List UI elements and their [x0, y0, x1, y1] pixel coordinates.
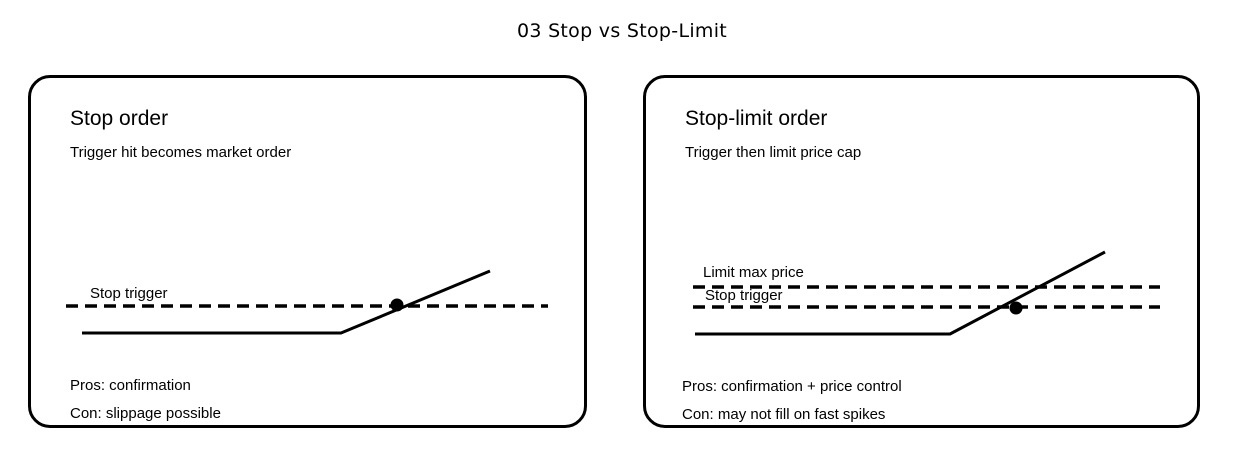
price-line [82, 269, 491, 335]
price-line [695, 250, 1106, 336]
stop-order-panel: Stop order Trigger hit becomes market or… [28, 75, 587, 428]
panel-heading: Stop-limit order [685, 107, 828, 130]
stop-trigger-label: Stop trigger [90, 285, 168, 302]
pros-text: Pros: confirmation + price control [682, 378, 902, 395]
stop-limit-chart [693, 250, 1160, 336]
panel-heading: Stop order [70, 107, 169, 130]
page-title: 03 Stop vs Stop-Limit [516, 20, 728, 42]
pros-text: Pros: confirmation [70, 377, 191, 394]
panel-subtitle: Trigger hit becomes market order [70, 144, 292, 161]
con-text: Con: may not fill on fast spikes [682, 406, 886, 423]
trigger-hit-dot [1009, 301, 1023, 315]
con-text: Con: slippage possible [70, 405, 221, 422]
stop-trigger-label: Stop trigger [705, 287, 783, 304]
limit-max-price-label: Limit max price [703, 264, 804, 281]
panel-subtitle: Trigger then limit price cap [685, 144, 862, 161]
stop-order-chart [66, 269, 548, 335]
stop-limit-order-panel: Stop-limit order Trigger then limit pric… [643, 75, 1200, 428]
trigger-hit-dot [390, 298, 404, 312]
